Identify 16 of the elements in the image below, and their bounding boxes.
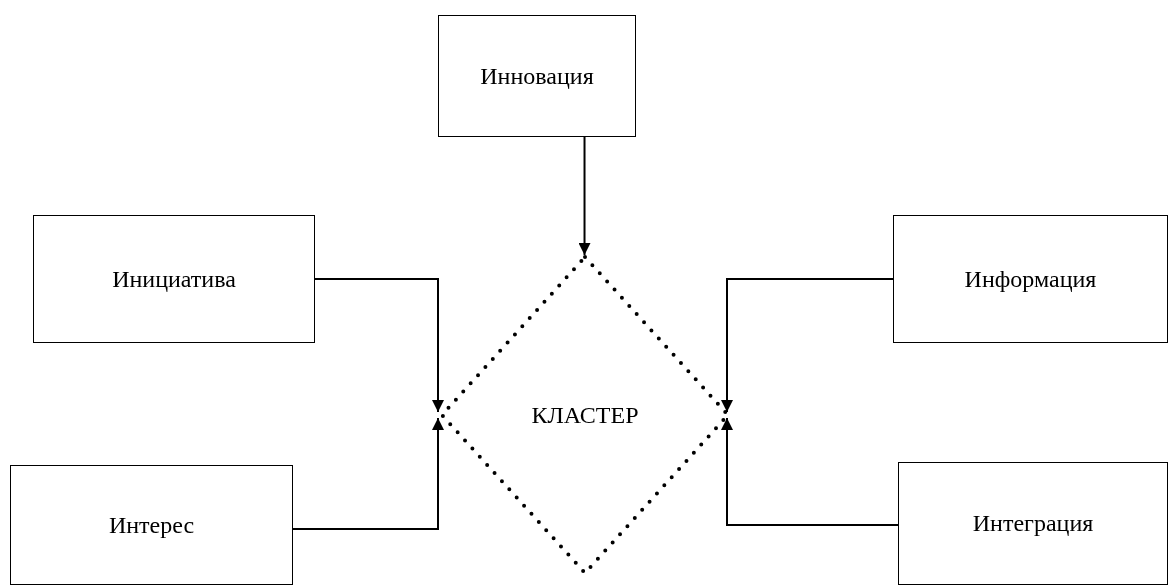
box-label: Информация — [964, 265, 1097, 293]
text-box — [33, 215, 315, 343]
arrow — [578, 136, 591, 256]
text-box — [893, 215, 1168, 343]
arrow — [292, 417, 444, 530]
text-box — [898, 462, 1168, 585]
text-box — [10, 465, 293, 585]
arrow — [721, 278, 894, 413]
text-box — [438, 15, 636, 137]
box-label: Интеграция — [972, 510, 1094, 537]
diamond-label: КЛАСТЕР — [531, 401, 639, 429]
arrow — [314, 278, 444, 413]
box-label: Инициатива — [112, 265, 236, 293]
box-label: Инновация — [480, 62, 594, 90]
box-label: Интерес — [108, 511, 195, 539]
arrow — [721, 417, 899, 526]
